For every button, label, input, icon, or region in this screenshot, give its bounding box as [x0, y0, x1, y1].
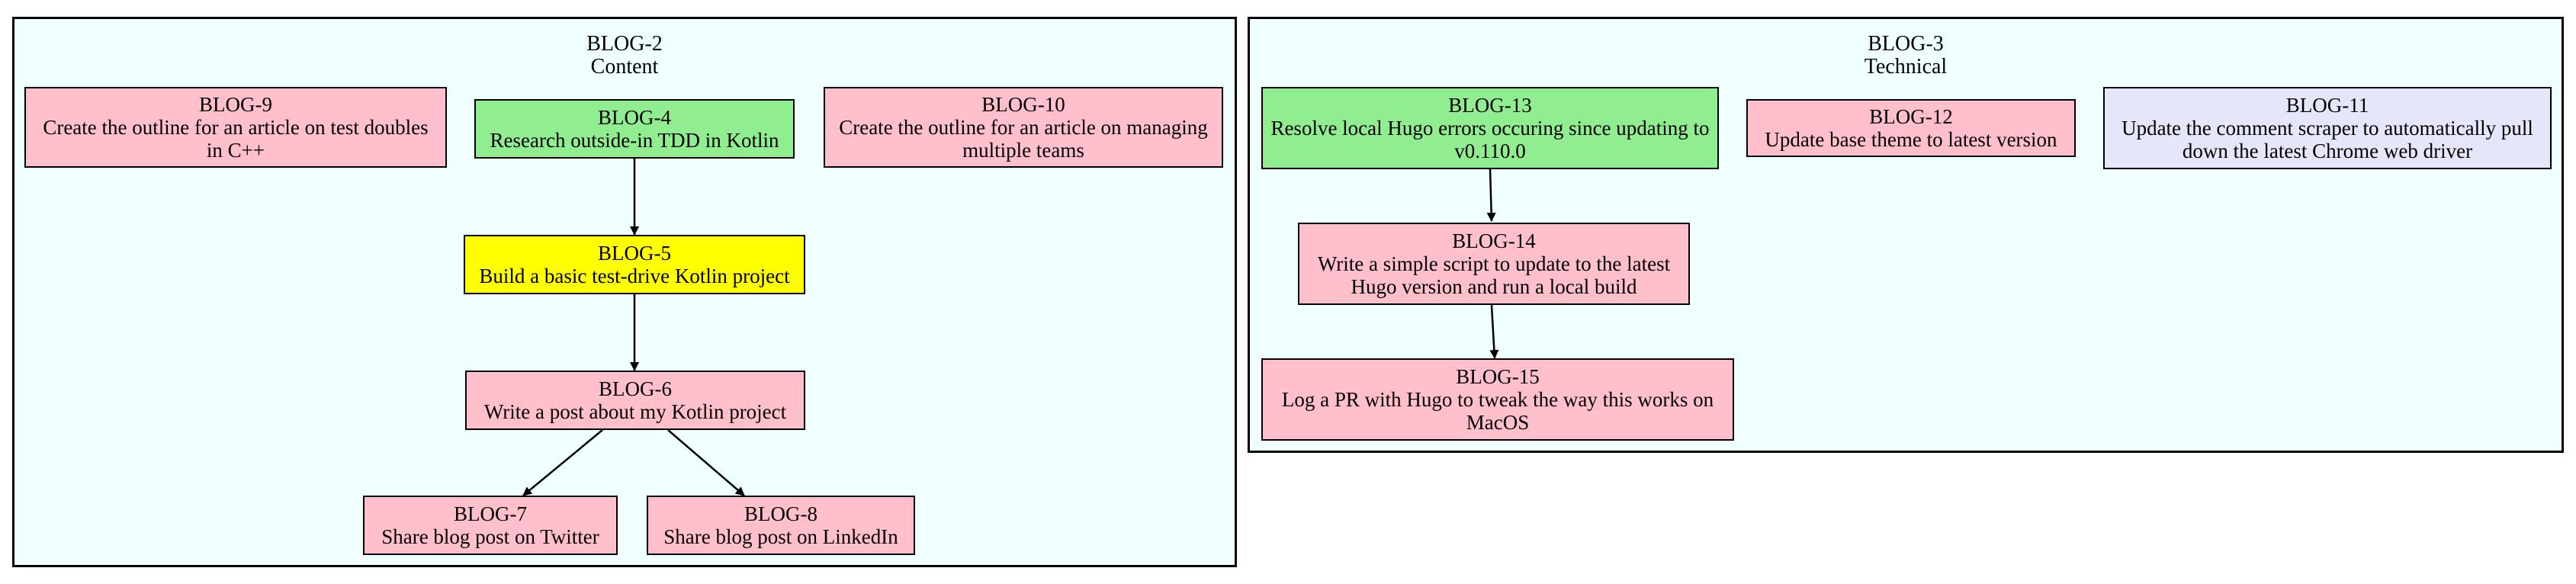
node-title: Create the outline for an article on man…: [839, 116, 1208, 162]
node-blog-6[interactable]: BLOG-6 Write a post about my Kotlin proj…: [465, 371, 805, 430]
node-id: BLOG-6: [599, 377, 672, 400]
cluster-name: Content: [590, 55, 659, 79]
node-blog-8[interactable]: BLOG-8 Share blog post on LinkedIn: [647, 496, 915, 555]
node-title: Log a PR with Hugo to tweak the way this…: [1281, 388, 1714, 434]
node-id: BLOG-14: [1452, 229, 1536, 252]
node-blog-5[interactable]: BLOG-5 Build a basic test-drive Kotlin p…: [464, 235, 805, 294]
node-blog-11[interactable]: BLOG-11 Update the comment scraper to au…: [2103, 87, 2552, 169]
node-blog-13[interactable]: BLOG-13 Resolve local Hugo errors occuri…: [1261, 87, 1719, 169]
cluster-id: BLOG-3: [1868, 32, 1944, 56]
cluster-id: BLOG-2: [586, 32, 663, 56]
node-id: BLOG-5: [598, 242, 671, 265]
node-id: BLOG-10: [981, 93, 1065, 116]
node-blog-15[interactable]: BLOG-15 Log a PR with Hugo to tweak the …: [1261, 358, 1734, 441]
node-blog-10[interactable]: BLOG-10 Create the outline for an articl…: [824, 87, 1223, 168]
cluster-name: Technical: [1864, 55, 1948, 79]
node-title: Update base theme to latest version: [1765, 128, 2057, 151]
node-blog-7[interactable]: BLOG-7 Share blog post on Twitter: [363, 496, 618, 555]
node-title: Share blog post on Twitter: [381, 525, 599, 548]
node-id: BLOG-13: [1448, 94, 1532, 117]
node-blog-4[interactable]: BLOG-4 Research outside-in TDD in Kotlin: [474, 99, 795, 159]
node-title: Write a simple script to update to the l…: [1317, 252, 1671, 298]
node-id: BLOG-11: [2285, 94, 2369, 117]
node-id: BLOG-15: [1456, 365, 1540, 388]
node-title: Build a basic test-drive Kotlin project: [479, 265, 790, 287]
node-title: Resolve local Hugo errors occuring since…: [1270, 117, 1710, 162]
node-id: BLOG-7: [454, 502, 527, 525]
node-id: BLOG-8: [744, 502, 817, 525]
node-title: Share blog post on LinkedIn: [663, 525, 898, 548]
node-id: BLOG-12: [1869, 105, 1953, 128]
node-blog-12[interactable]: BLOG-12 Update base theme to latest vers…: [1746, 99, 2076, 157]
node-title: Research outside-in TDD in Kotlin: [490, 129, 779, 152]
cluster-title: BLOG-2 Content: [14, 33, 1235, 79]
node-title: Write a post about my Kotlin project: [483, 400, 787, 423]
cluster-title: BLOG-3 Technical: [1250, 33, 2562, 79]
node-id: BLOG-9: [199, 93, 272, 116]
node-blog-9[interactable]: BLOG-9 Create the outline for an article…: [24, 87, 447, 168]
node-title: Create the outline for an article on tes…: [43, 116, 429, 162]
node-blog-14[interactable]: BLOG-14 Write a simple script to update …: [1298, 223, 1690, 305]
node-title: Update the comment scraper to automatica…: [2122, 117, 2533, 162]
node-id: BLOG-4: [598, 106, 671, 129]
